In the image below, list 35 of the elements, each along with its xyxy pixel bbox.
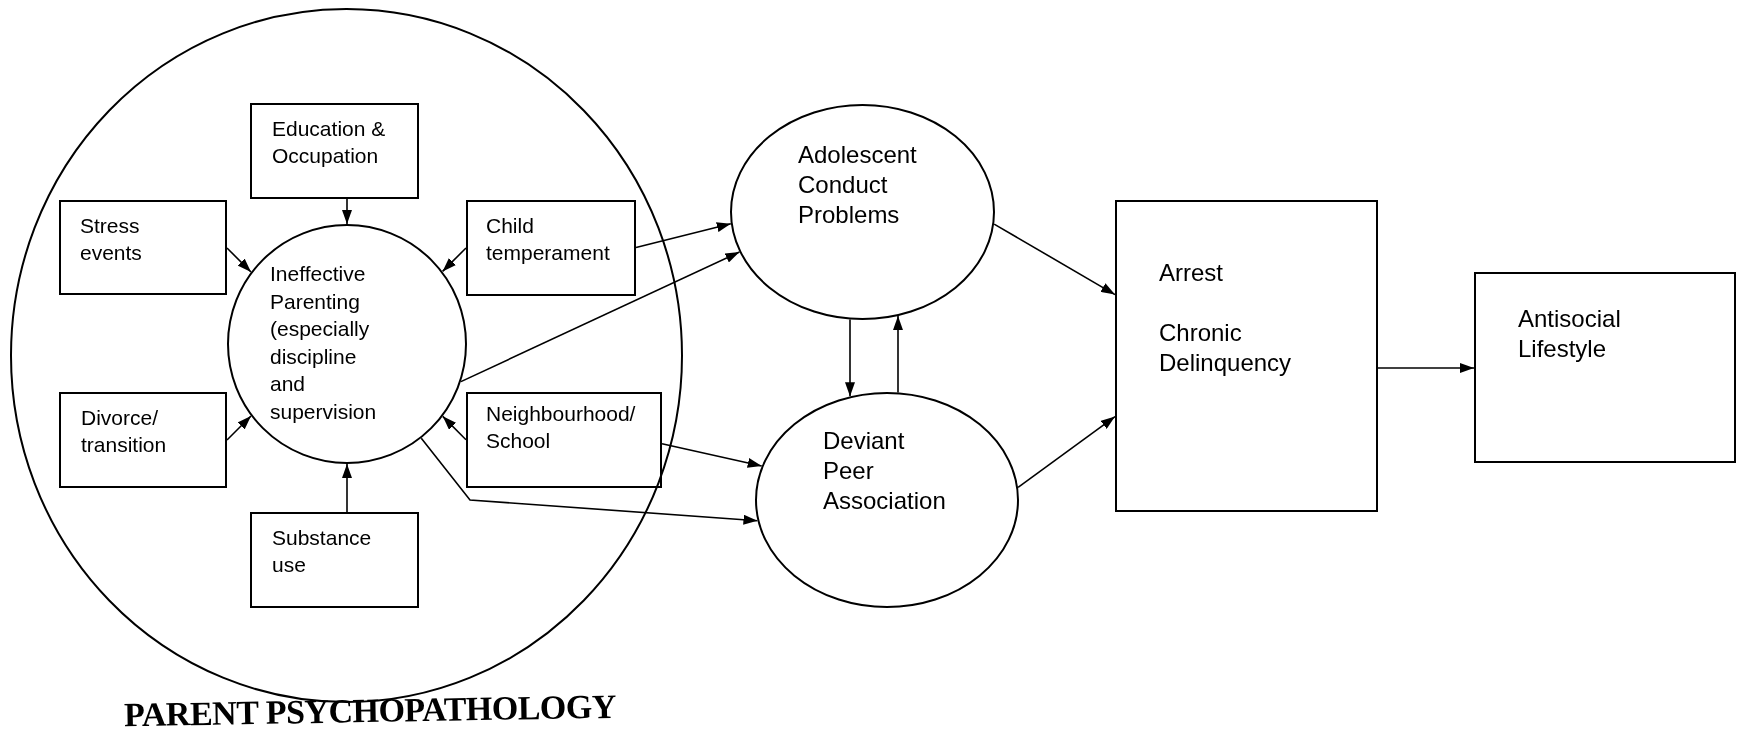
arrow [226,415,252,441]
node-label: Ineffective Parenting (especially discipline and supervision [270,261,378,425]
node-label: Antisocial Lifestyle [1518,304,1622,364]
process-box [466,200,636,296]
arrow [441,415,467,441]
process-box [1474,272,1736,463]
arrow [1377,363,1475,373]
arrow [993,223,1116,296]
arrow [661,442,763,468]
process-box [59,392,227,488]
arrow [635,222,732,249]
process-box [1115,200,1378,512]
node-label: Education & Occupation [272,116,387,169]
circle-heading: PARENT PSYCHOPATHOLOGY [122,687,618,735]
arrow [441,247,467,273]
process-box [250,103,419,199]
process-box [250,512,419,608]
node-label: Chronic Delinquency [1159,318,1293,378]
arrow [342,463,352,513]
process-box [466,392,662,488]
node-label: Substance use [272,525,373,578]
node-label: Neighbourhood/ School [486,401,637,454]
process-box [59,200,227,295]
arrow [845,318,855,398]
arrow [420,437,759,525]
node-label: Stress events [80,213,143,266]
node-label: Adolescent Conduct Problems [798,140,918,230]
node-label: Deviant Peer Association [823,426,947,516]
arrow [342,198,352,225]
arrow [1017,415,1116,489]
node-label: Arrest [1159,258,1224,288]
node-label: Divorce/ transition [81,405,168,458]
arrow [893,315,903,394]
node-label: Child temperament [486,213,611,266]
arrow [226,247,252,273]
